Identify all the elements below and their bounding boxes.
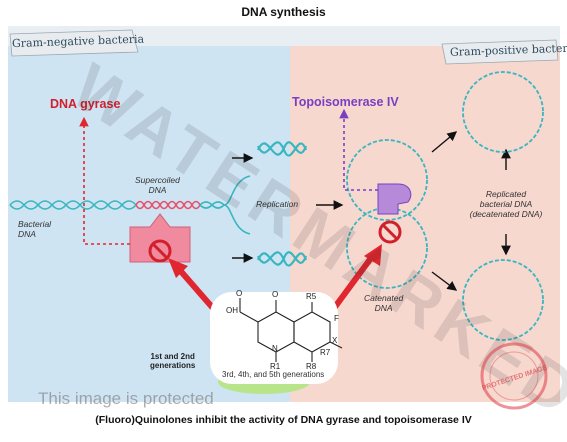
tab-gram-positive bbox=[441, 39, 559, 65]
quinolone-structure bbox=[239, 298, 343, 362]
inhibit-icon bbox=[148, 239, 172, 263]
topoisomerase-iv-label: Topoisomerase IV bbox=[292, 95, 399, 109]
inhibit-icon-topo bbox=[378, 220, 402, 244]
replication-fork bbox=[199, 175, 251, 235]
red-arrowhead-gyrase bbox=[168, 258, 188, 278]
tab-gram-negative bbox=[9, 29, 139, 57]
gyrase-dotted-arrow bbox=[79, 116, 130, 245]
bacterial-dna-strand bbox=[9, 200, 137, 210]
chem-oh: OH bbox=[226, 306, 238, 315]
red-arrowhead-topo bbox=[364, 244, 382, 266]
dna-gyrase-label: DNA gyrase bbox=[50, 97, 121, 111]
figure-caption: (Fluoro)Quinolones inhibit the activity … bbox=[95, 414, 472, 426]
arrow-to-ring-bottom bbox=[431, 271, 458, 291]
chem-o-ketone: O bbox=[272, 290, 279, 299]
protected-image-stamp: PROTECTED IMAGE bbox=[480, 342, 549, 410]
chem-f: F bbox=[334, 314, 339, 323]
generations-3-5-label: 3rd, 4th, and 5th generations bbox=[222, 370, 325, 379]
chem-r1: R1 bbox=[270, 362, 281, 371]
protected-notice: This image is protected bbox=[38, 389, 214, 408]
replication-label: Replication bbox=[256, 199, 299, 209]
arrow-to-ring-top bbox=[431, 131, 458, 153]
chem-n: N bbox=[272, 344, 278, 353]
header-band bbox=[8, 26, 560, 46]
supercoiled-dna bbox=[135, 200, 201, 210]
chem-r5: R5 bbox=[306, 292, 317, 301]
daughter-helix-top bbox=[256, 141, 308, 157]
topo-dotted-arrow bbox=[339, 108, 378, 191]
page-title: DNA synthesis bbox=[241, 5, 326, 19]
chem-o-acid: O bbox=[236, 289, 243, 298]
chem-x: X bbox=[332, 336, 338, 345]
dna-gyrase-enzyme bbox=[129, 213, 191, 263]
chem-r8: R8 bbox=[306, 362, 317, 371]
topoisomerase-iv-enzyme bbox=[377, 183, 412, 215]
chem-r7: R7 bbox=[320, 348, 331, 357]
daughter-helix-bottom bbox=[256, 251, 308, 267]
replicated-dna-rings bbox=[462, 71, 544, 341]
